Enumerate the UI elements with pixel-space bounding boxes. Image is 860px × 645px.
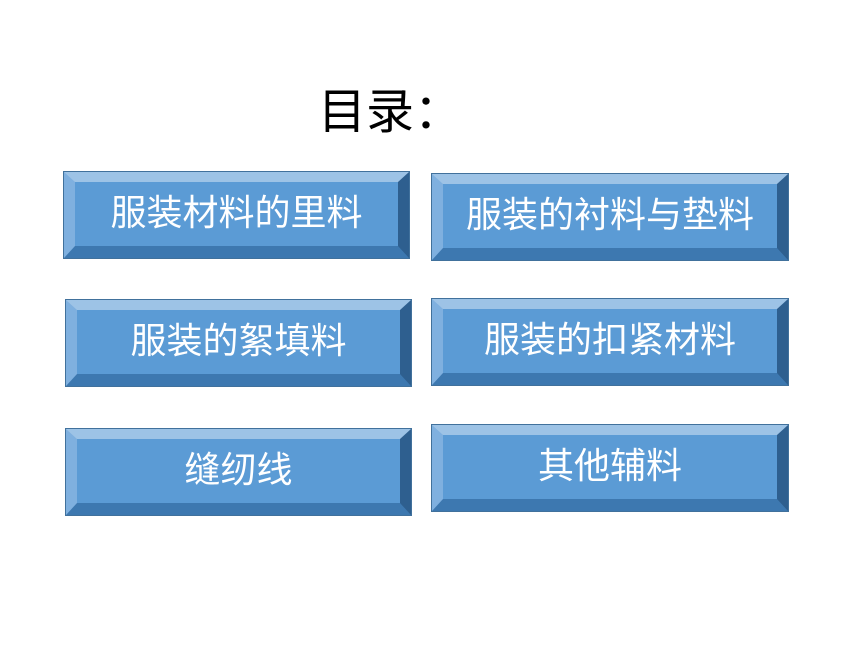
menu-button-other-accessories[interactable]: 其他辅料 [432,425,788,511]
menu-button-sewing-thread[interactable]: 缝纫线 [66,429,411,515]
menu-button-interlining-padding[interactable]: 服装的衬料与垫料 [432,174,788,260]
menu-button-label: 服装的衬料与垫料 [465,195,754,236]
menu-button-label: 缝纫线 [184,450,293,491]
menu-button-lining[interactable]: 服装材料的里料 [64,172,409,258]
page-title: 目录： [318,84,463,140]
menu-button-label: 服装材料的里料 [110,193,363,234]
menu-button-label: 其他辅料 [537,446,682,487]
menu-button-wadding[interactable]: 服装的絮填料 [66,300,411,386]
menu-button-fasteners[interactable]: 服装的扣紧材料 [432,299,788,385]
menu-button-label: 服装的扣紧材料 [483,320,736,361]
menu-button-label: 服装的絮填料 [130,321,347,362]
